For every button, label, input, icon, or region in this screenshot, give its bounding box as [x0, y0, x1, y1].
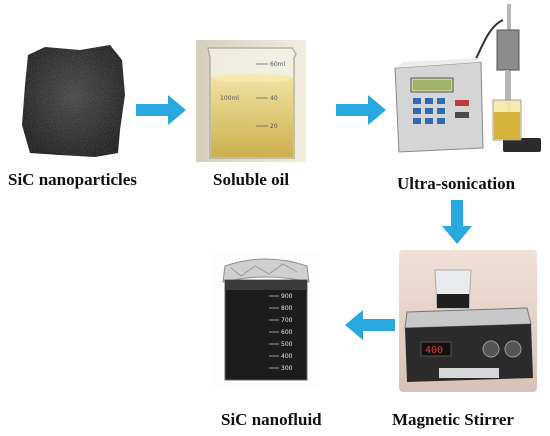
arrow-left-icon [345, 310, 395, 340]
arrow-right-icon [336, 95, 386, 125]
beaker-mark: 100ml [220, 95, 239, 102]
step-sic-nanofluid: 900 800 700 600 500 400 300 SiC nanoflui… [205, 250, 345, 436]
beaker-mark: 800 [281, 305, 293, 312]
beaker-mark: 300 [281, 365, 293, 372]
stirrer-display: 400 [425, 345, 443, 356]
caption-soluble-oil: Soluble oil [213, 170, 290, 189]
arrow-right-icon [136, 95, 186, 125]
caption-sic-nanofluid: SiC nanofluid [221, 410, 322, 429]
oil-beaker-image: 60ml 100ml 40 20 [196, 40, 306, 162]
beaker-mark: 600 [281, 329, 293, 336]
beaker-mark: 400 [281, 353, 293, 360]
arrow-down-icon [442, 200, 472, 244]
beaker-mark: 700 [281, 317, 293, 324]
caption-ultra-sonication: Ultra-sonication [397, 174, 516, 193]
step-soluble-oil: 60ml 100ml 40 20 Soluble oil [190, 0, 320, 200]
ultrasonicator-image [394, 4, 541, 153]
step-ultra-sonication: Ultra-sonication [385, 0, 550, 200]
black-powder-image [22, 45, 125, 157]
step-magnetic-stirrer: 400 Magnetic Stirrer [392, 250, 550, 436]
step-sic-nanoparticles: SiC nanoparticles [0, 0, 140, 200]
magnetic-stirrer-image: 400 [399, 250, 537, 392]
beaker-mark: 900 [281, 293, 293, 300]
caption-magnetic-stirrer: Magnetic Stirrer [392, 410, 514, 429]
beaker-mark: 20 [270, 123, 278, 130]
beaker-mark: 60ml [270, 61, 285, 68]
nanofluid-beaker-image: 900 800 700 600 500 400 300 [211, 254, 321, 386]
caption-sic-nanoparticles: SiC nanoparticles [8, 170, 137, 189]
beaker-mark: 40 [270, 95, 278, 102]
beaker-mark: 500 [281, 341, 293, 348]
